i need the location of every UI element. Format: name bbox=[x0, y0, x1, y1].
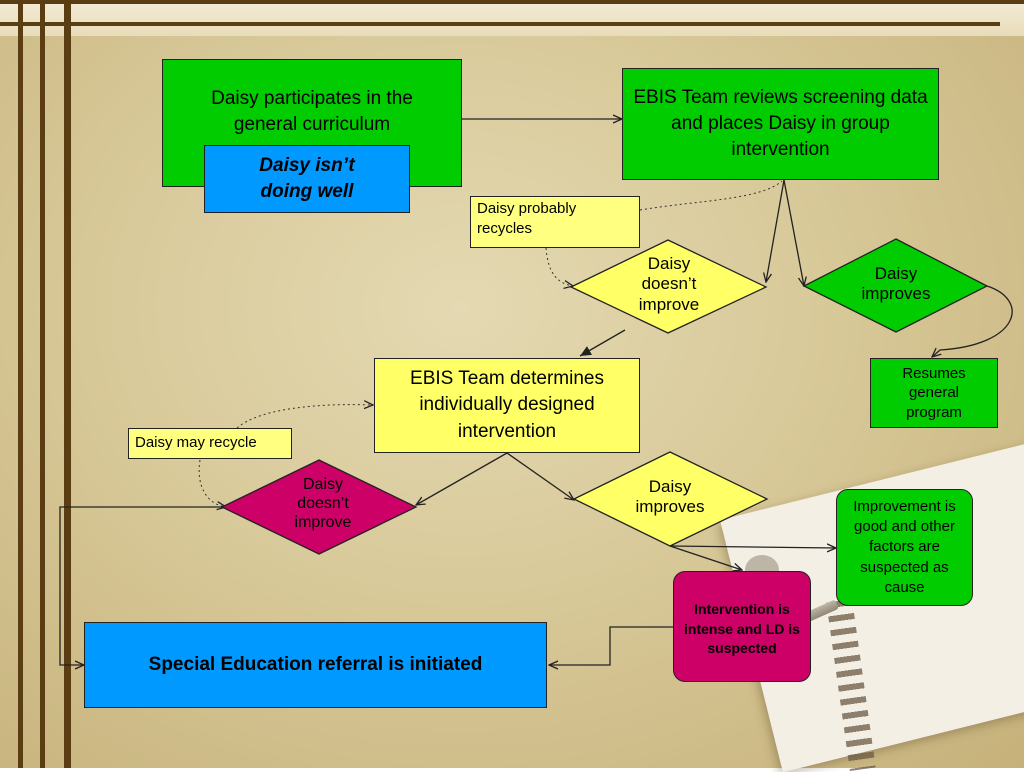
arrow-doesnt-improve-to-determines bbox=[579, 329, 626, 357]
dotted-may-recycle bbox=[236, 405, 373, 429]
dotted-recycles-to-diamond bbox=[545, 247, 573, 286]
node-intervention-intense: Intervention is intense and LD is suspec… bbox=[673, 571, 811, 682]
node-intervention-intense-label: Intervention is intense and LD is suspec… bbox=[684, 601, 800, 657]
diamond-doesnt-improve-1-label: Daisy doesn’t improve bbox=[638, 254, 700, 314]
note-daisy-may-recycle-label: Daisy may recycle bbox=[135, 434, 257, 451]
dotted-probably-recycles bbox=[639, 180, 783, 211]
frame-line-left-3 bbox=[64, 0, 71, 768]
node-improvement-good: Improvement is good and other factors ar… bbox=[836, 489, 973, 606]
node-ebis-reviews: EBIS Team reviews screening data and pla… bbox=[622, 68, 939, 180]
node-special-ed-referral: Special Education referral is initiated bbox=[84, 622, 547, 708]
note-daisy-may-recycle: Daisy may recycle bbox=[128, 428, 292, 459]
arrow-determines-to-improves bbox=[506, 452, 574, 500]
top-band bbox=[0, 0, 1024, 36]
node-daisy-isnt-doing-well-label: Daisy isn’t doing well bbox=[259, 155, 355, 202]
node-daisy-participates-label: Daisy participates in the general curric… bbox=[211, 88, 413, 136]
frame-line-top-2 bbox=[0, 22, 1000, 26]
arrow-reviews-to-improves bbox=[783, 179, 804, 286]
arrow-reviews-to-doesnt-improve bbox=[766, 179, 785, 282]
note-daisy-probably-recycles: Daisy probably recycles bbox=[470, 196, 640, 248]
node-ebis-reviews-label: EBIS Team reviews screening data and pla… bbox=[633, 86, 928, 161]
note-daisy-probably-recycles-label: Daisy probably recycles bbox=[477, 200, 577, 238]
dotted-recycle-to-diamond bbox=[198, 459, 226, 507]
diamond-improves-1-label: Daisy improves bbox=[861, 264, 931, 304]
diamond-doesnt-improve-2-label: Daisy doesn’t improve bbox=[294, 476, 352, 532]
node-ebis-determines: EBIS Team determines individually design… bbox=[374, 358, 640, 453]
frame-line-top-1 bbox=[0, 0, 1024, 4]
arrow-determines-to-doesnt-improve bbox=[416, 452, 508, 505]
node-ebis-determines-label: EBIS Team determines individually design… bbox=[410, 368, 604, 442]
diamond-improves-2-label: Daisy improves bbox=[635, 477, 705, 517]
arrow-intense-to-referral bbox=[549, 626, 673, 665]
node-improvement-good-label: Improvement is good and other factors ar… bbox=[853, 497, 956, 596]
frame-line-left-1 bbox=[18, 0, 23, 768]
node-daisy-isnt-doing-well: Daisy isn’t doing well bbox=[204, 145, 410, 213]
node-special-ed-referral-label: Special Education referral is initiated bbox=[148, 654, 483, 675]
node-resumes-general-program-label: Resumes general program bbox=[902, 364, 966, 421]
frame-line-left-2 bbox=[40, 0, 45, 768]
node-resumes-general-program: Resumes general program bbox=[870, 358, 998, 428]
